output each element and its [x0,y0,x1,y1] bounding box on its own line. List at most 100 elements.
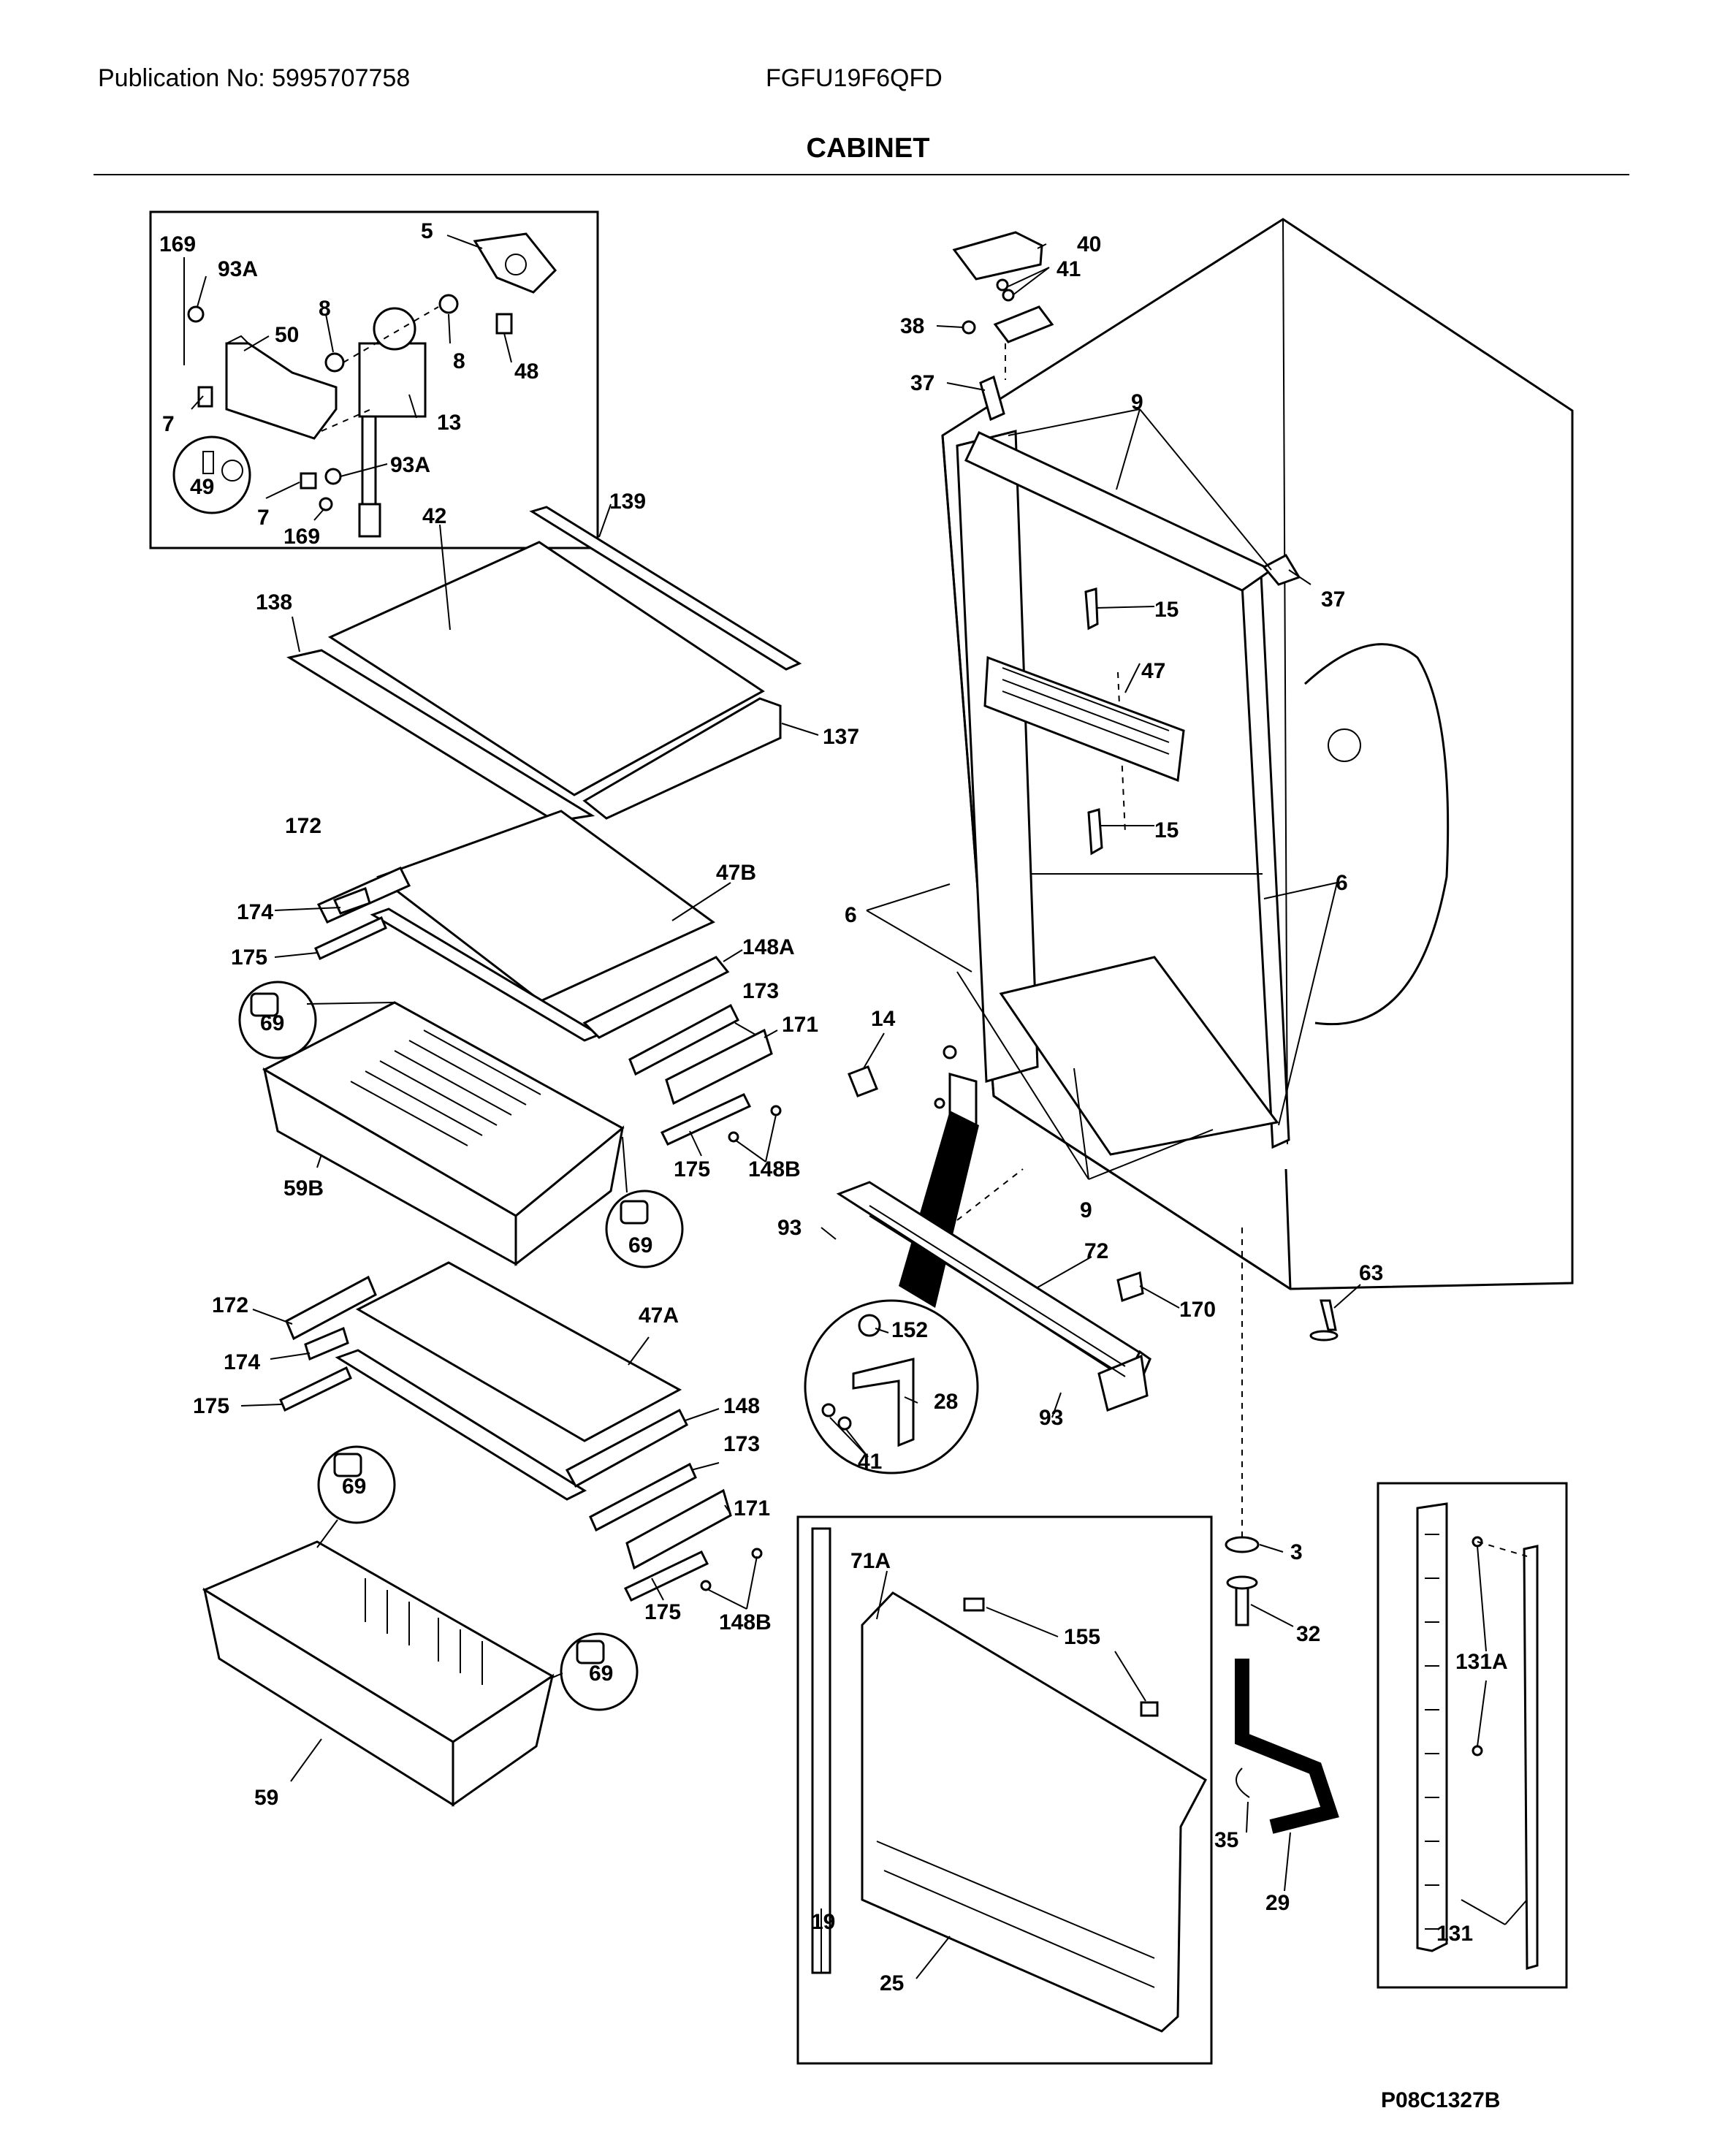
callout-25: 25 [880,1971,904,1995]
rail-175a-shape [314,916,387,961]
callout-28: 28 [934,1390,958,1414]
callout-7a: 7 [162,412,175,436]
callout-171b: 171 [734,1496,770,1521]
callout-175d: 175 [644,1600,681,1624]
cover-171b-shape [625,1488,732,1570]
callout-29: 29 [1265,1891,1290,1915]
callout-93Aa: 93A [218,257,258,281]
hinge-detail-pointer [899,1111,979,1308]
callout-148: 148 [723,1394,760,1418]
slide-174a-shape [332,887,371,915]
callout-148A: 148A [742,935,795,959]
callout-138: 138 [256,590,292,614]
callout-69b: 69 [628,1233,652,1257]
left-breaker-shape [956,430,1039,1083]
callout-69a: 69 [260,1011,284,1035]
title-rule [94,174,1629,175]
damper-inset-frame [149,210,599,549]
callout-175b: 175 [674,1157,710,1181]
upper-crisper-cover-group [274,810,782,1162]
callout-15b: 15 [1154,818,1179,842]
bottom-breaker-shape [999,956,1279,1156]
lower-hinge-area [804,1032,979,1474]
callout-14: 14 [871,1007,896,1031]
callout-63: 63 [1359,1261,1383,1285]
hinge-28-shape [852,1358,915,1447]
callout-174a: 174 [237,900,273,924]
callout-50: 50 [275,323,299,347]
lower-crisper-cover-group [240,1261,763,1610]
cover-glass-47B-shape [376,810,715,1002]
frame-148-shape [335,1349,587,1501]
drain-parts [1225,1536,1339,1892]
callout-6b: 6 [1336,871,1348,895]
detail-69a-circle [238,981,317,1059]
callout-19: 19 [811,1910,835,1934]
callout-174b: 174 [224,1350,260,1374]
page-title: CABINET [806,133,930,164]
callout-9b: 9 [1080,1198,1092,1222]
callout-47A: 47A [639,1304,679,1328]
cover-glass-47A-shape [355,1261,682,1442]
bottom-cover-inset-frame [796,1515,1213,2065]
damper-blade-5-shape [473,232,557,294]
upper-shelf-group [286,503,819,823]
model-number: FGFU19F6QFD [766,64,943,92]
callout-35: 35 [1214,1828,1238,1852]
callout-41b: 41 [858,1450,882,1474]
cover-171a-shape [665,1028,773,1105]
callout-41a: 41 [1057,257,1081,281]
callout-47: 47 [1141,659,1165,683]
motor-13-shape [358,342,427,418]
callout-13: 13 [437,411,461,435]
callout-7b: 7 [257,506,270,530]
callout-139: 139 [609,490,646,514]
shelf-frame-137-shape [582,697,782,820]
callout-8a: 8 [319,297,331,321]
glass-shelf-42-shape [327,541,765,796]
callout-15a: 15 [1154,598,1179,622]
callout-170: 170 [1179,1298,1216,1322]
callout-3: 3 [1290,1540,1303,1564]
callout-32: 32 [1296,1622,1320,1646]
hinge-38-shape [993,305,1054,343]
callout-155: 155 [1064,1625,1100,1649]
callout-175c: 175 [193,1394,229,1418]
callout-131A: 131A [1455,1650,1508,1674]
callout-148Ba: 148B [748,1157,801,1181]
rail-inset [1377,1482,1568,1989]
detail-49-circle [172,435,251,514]
detail-69b-circle [605,1190,684,1268]
rear-trim-139-shape [529,506,802,671]
vent-47-shape [983,655,1185,783]
cap-37a-shape [979,375,1005,422]
clip-15a-shape [1084,587,1099,631]
side-disc-shape [1303,643,1450,1026]
top-breaker-shape [964,431,1274,592]
callout-69d: 69 [589,1662,613,1686]
callout-169a: 169 [159,232,196,256]
clip-15b-shape [1087,808,1103,856]
callout-172b: 172 [212,1293,248,1317]
rail-131-right-shape [1523,1545,1539,1970]
upper-crisper-drawer [238,981,684,1268]
hinge-cover-40-shape [952,231,1043,281]
rail-175d-shape [623,1550,709,1602]
callout-59: 59 [254,1786,278,1810]
bracket-173b-shape [589,1462,697,1532]
slide-174b-shape [304,1326,349,1361]
cabinet-body [866,218,1574,1290]
callout-93b: 93 [1039,1406,1063,1430]
detail-69c-circle [317,1445,396,1524]
callout-93Ab: 93A [390,453,430,477]
callout-93a: 93 [777,1216,802,1240]
callout-173a: 173 [742,979,779,1003]
publication-number: Publication No: 5995707758 [98,64,411,92]
callout-38: 38 [900,314,924,338]
callout-169b: 169 [283,525,320,549]
callout-37b: 37 [1321,587,1345,612]
callout-9a: 9 [1131,390,1143,414]
callout-171a: 171 [782,1013,818,1037]
callout-48: 48 [514,359,538,384]
